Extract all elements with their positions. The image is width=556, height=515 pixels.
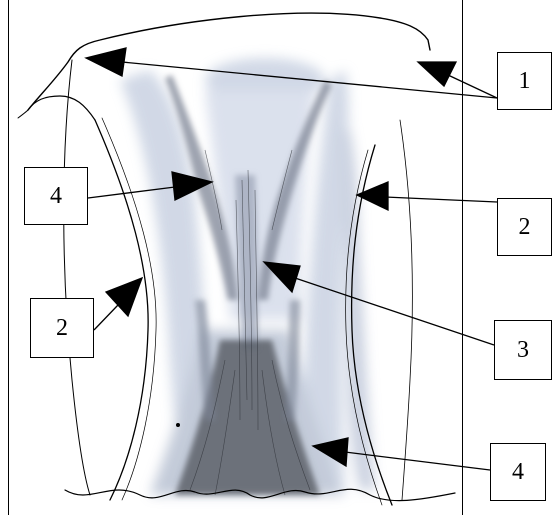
label-box-2-left: 2 xyxy=(30,298,94,358)
label-box-2-right: 2 xyxy=(497,198,552,256)
label-box-3: 3 xyxy=(494,320,552,380)
label-box-4-lower: 4 xyxy=(490,443,546,501)
label-box-4-upper: 4 xyxy=(24,167,88,225)
label-box-1: 1 xyxy=(497,52,552,110)
